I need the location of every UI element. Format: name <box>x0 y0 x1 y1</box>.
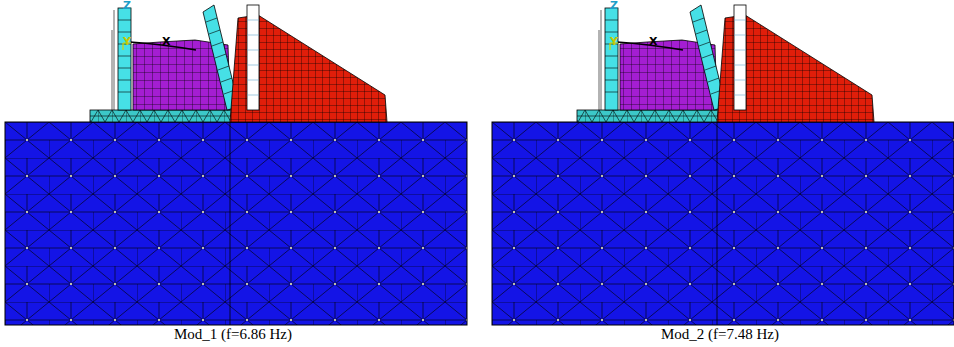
axis-label: Y <box>610 36 618 47</box>
axis-label: X <box>649 36 657 47</box>
mode-caption: Mod_2 (f=7.48 Hz) <box>661 327 779 342</box>
axis-label: Z <box>123 0 131 11</box>
axis-label: X <box>162 36 170 47</box>
axis-label: Y <box>123 36 131 47</box>
mode-caption: Mod_1 (f=6.86 Hz) <box>174 327 292 342</box>
axis-label: Z <box>610 0 618 11</box>
